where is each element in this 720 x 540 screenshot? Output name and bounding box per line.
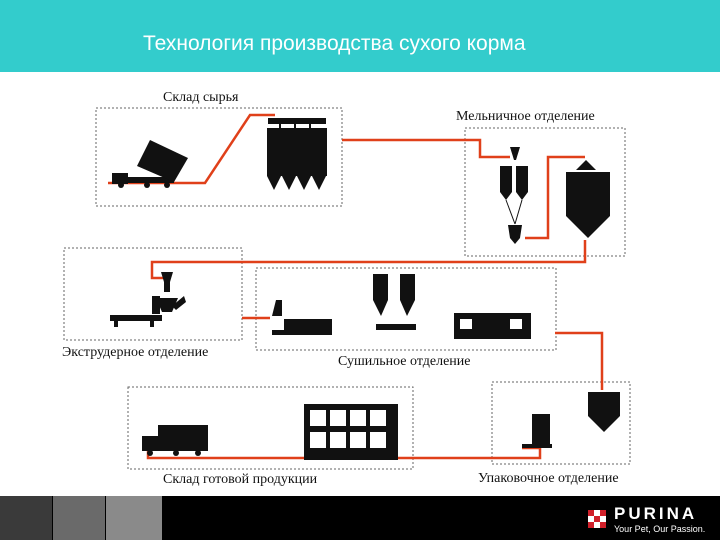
label-raw-storage: Склад сырья [163, 90, 239, 105]
dryer-hoppers-icon [373, 274, 416, 330]
delivery-truck-icon [142, 425, 208, 456]
mill-silo-icon [566, 160, 610, 238]
header-bar: Технология производства сухого корма [0, 0, 720, 72]
warehouse-icon [304, 404, 398, 460]
brand-logo-text: PURINA [614, 504, 698, 523]
pet-owner-photo-3 [106, 496, 162, 540]
drying-box [255, 267, 557, 351]
brand-slogan: Your Pet, Our Passion. [614, 524, 706, 534]
pet-owner-photo-1 [0, 496, 52, 540]
label-extruder: Экструдерное отделение [62, 345, 208, 360]
label-milling: Мельничное отделение [456, 109, 595, 124]
packing-machine-icon [522, 392, 620, 448]
silo-bank-icon [267, 118, 327, 190]
pet-owner-photo-2 [53, 496, 105, 540]
production-flow-diagram: Склад сырья Мельничное отделение Экструд… [62, 90, 631, 487]
milling-box [464, 127, 626, 257]
footer-bar: PURINA Your Pet, Our Passion. [0, 496, 720, 540]
slide-title: Технология производства сухого корма [143, 32, 526, 55]
label-packing: Упаковочное отделение [478, 471, 619, 486]
cooler-icon [454, 313, 531, 339]
extruder-icon [110, 272, 186, 327]
extruder-box [63, 247, 243, 341]
purina-checkerboard-icon [588, 510, 606, 528]
mill-hoppers-icon [500, 147, 528, 244]
packing-box [491, 381, 631, 465]
label-drying: Сушильное отделение [338, 354, 471, 369]
dump-truck-icon [112, 140, 188, 188]
finished-storage-box [127, 386, 414, 470]
label-finished-storage: Склад готовой продукции [163, 472, 318, 487]
conveyor-icon [272, 300, 332, 335]
